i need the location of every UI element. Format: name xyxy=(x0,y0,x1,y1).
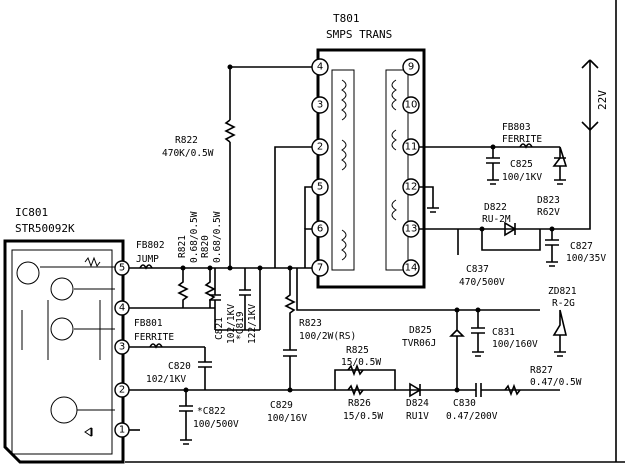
ic-pin: 1 xyxy=(119,425,125,436)
r821-label-group: R821 0.68/0.5W xyxy=(177,211,200,263)
c820-value: 102/1KV xyxy=(146,374,186,385)
r826-label: R826 xyxy=(348,398,371,409)
c830-value: 0.47/200V xyxy=(446,411,498,422)
transformer-ref: T801 xyxy=(333,12,360,25)
t-pin: 11 xyxy=(405,142,418,153)
c827-label: C827 xyxy=(570,241,593,252)
r822-value: 470K/0.5W xyxy=(162,148,214,159)
r826-value: 15/0.5W xyxy=(343,411,383,422)
fb803-value: FERRITE xyxy=(502,134,542,145)
c829-value: 100/16V xyxy=(267,413,307,424)
ic-pin: 2 xyxy=(119,385,125,396)
transformer-right-pins: 9 10 11 12 13 14 xyxy=(402,58,420,277)
c827-value: 100/35V xyxy=(566,253,606,264)
ic-internals xyxy=(11,249,115,455)
ic-body xyxy=(3,239,125,464)
wires xyxy=(125,0,625,463)
r820-value: 0.68/0.5W xyxy=(212,211,223,263)
r825-value: 15/0.5W xyxy=(341,357,381,368)
ic-part: STR50092K xyxy=(15,222,75,235)
t-pin: 9 xyxy=(408,62,414,73)
d824-value: RU1V xyxy=(406,411,429,422)
c831-label: C831 xyxy=(492,327,515,338)
transformer-name: SMPS TRANS xyxy=(326,28,392,41)
d822-value: RU-2M xyxy=(482,214,511,225)
v22-label-group: 22V xyxy=(596,90,609,110)
c830-label: C830 xyxy=(453,398,476,409)
d822-label: D822 xyxy=(484,202,507,213)
v22-label: 22V xyxy=(596,90,609,110)
t-pin: 13 xyxy=(405,224,418,235)
c821-label-group: C821 102/1KV xyxy=(214,304,237,344)
zd821-value: R-2G xyxy=(552,298,575,309)
r827-value: 0.47/0.5W xyxy=(530,377,582,388)
d823-value: R62V xyxy=(537,207,560,218)
fb802-value: JUMP xyxy=(136,254,159,265)
t-pin: 5 xyxy=(317,182,323,193)
c820-label: C820 xyxy=(168,361,191,372)
d823-label: D823 xyxy=(537,195,560,206)
c819-label-group: *C819 122/1KV xyxy=(235,304,258,344)
t-pin: 4 xyxy=(317,62,323,73)
r820-label-group: R820 0.68/0.5W xyxy=(200,211,223,263)
t-pin: 12 xyxy=(405,182,418,193)
transformer-left-pins: 4 3 2 5 6 7 xyxy=(311,58,329,277)
t-pin: 14 xyxy=(405,263,418,274)
d825-value: TVR06J xyxy=(402,338,436,349)
r825-label: R825 xyxy=(346,345,369,356)
zd821-label: ZD821 xyxy=(548,286,577,297)
ic-pin: 3 xyxy=(119,342,125,353)
c837-label: C837 xyxy=(466,264,489,275)
ic-pin: 4 xyxy=(119,303,125,314)
r823-label: R823 xyxy=(299,318,322,329)
r820-label: R820 xyxy=(200,235,211,258)
c821-value: 102/1KV xyxy=(226,304,237,344)
r823-value: 100/2W(RS) xyxy=(299,331,356,342)
c819-value: 122/1KV xyxy=(247,304,258,344)
c829-label: C829 xyxy=(270,400,293,411)
t-pin: 2 xyxy=(317,142,323,153)
c831-value: 100/160V xyxy=(492,339,538,350)
fb802-label: FB802 xyxy=(136,240,165,251)
c825-value: 100/1KV xyxy=(502,172,542,183)
c825-label: C825 xyxy=(510,159,533,170)
ic-pin: 5 xyxy=(119,263,125,274)
transformer-windings xyxy=(331,69,409,271)
t-pin: 7 xyxy=(317,263,323,274)
t-pin: 10 xyxy=(405,100,418,111)
c821-label: C821 xyxy=(214,317,225,340)
r822-label: R822 xyxy=(175,135,198,146)
t-pin: 6 xyxy=(317,224,323,235)
d824-label: D824 xyxy=(406,398,429,409)
r821-value: 0.68/0.5W xyxy=(189,211,200,263)
d825-label: D825 xyxy=(409,325,432,336)
fb803-label: FB803 xyxy=(502,122,531,133)
t-pin: 3 xyxy=(317,100,323,111)
junctions xyxy=(180,64,555,393)
r821-label: R821 xyxy=(177,235,188,258)
transformer-body xyxy=(316,48,426,289)
fb801-label: FB801 xyxy=(134,318,163,329)
c837-value: 470/500V xyxy=(459,277,505,288)
c822-label: *C822 xyxy=(197,406,226,417)
fb801-value: FERRITE xyxy=(134,332,174,343)
c822-value: 100/500V xyxy=(193,419,239,430)
c819-label: *C819 xyxy=(235,311,246,340)
ic-ref: IC801 xyxy=(15,206,48,219)
r827-label: R827 xyxy=(530,365,553,376)
